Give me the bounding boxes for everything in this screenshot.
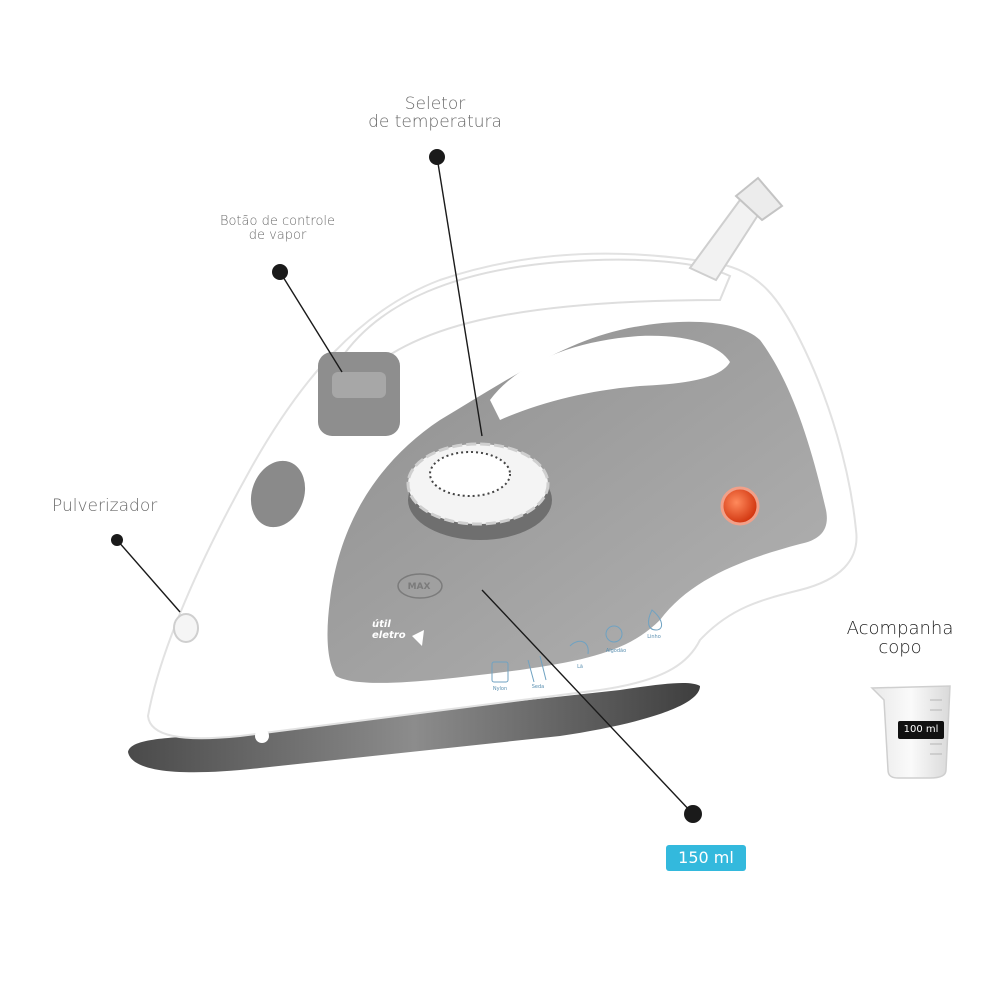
water-tank-panel bbox=[327, 321, 827, 683]
label-line: Acompanha bbox=[846, 618, 954, 639]
temperature-dial-center bbox=[429, 451, 511, 497]
steam-button-top bbox=[332, 372, 386, 398]
fabric-label: Linho bbox=[647, 634, 661, 640]
callout-dot-spray bbox=[111, 534, 123, 546]
indicator-light bbox=[720, 486, 760, 526]
label-line: de temperatura bbox=[368, 111, 502, 132]
callout-dot-capacity bbox=[684, 805, 702, 823]
capacity-badge: 150 ml bbox=[666, 845, 746, 871]
label-line: Seletor bbox=[404, 94, 466, 114]
brand-line: eletro bbox=[372, 630, 406, 641]
callout-lines bbox=[116, 156, 694, 815]
label-line: Botão de controle bbox=[219, 214, 336, 229]
fabric-label: Algodão bbox=[605, 648, 627, 654]
handle-opening bbox=[490, 335, 730, 420]
spray-nozzle bbox=[173, 613, 199, 643]
highlight-dot bbox=[255, 729, 269, 743]
label-line: de vapor bbox=[248, 227, 307, 243]
callout-dot-vapor bbox=[272, 264, 288, 280]
label-line: copo bbox=[878, 636, 922, 658]
callout-dot-temperature bbox=[429, 149, 445, 165]
max-water-mark bbox=[397, 573, 443, 599]
fabric-icons bbox=[491, 609, 662, 683]
soleplate bbox=[128, 683, 700, 773]
brand-logo-arrow bbox=[412, 630, 424, 646]
label-temperature-selector: Seletor de temperatura bbox=[350, 94, 520, 132]
fabric-label: Lã bbox=[577, 664, 583, 670]
iron-handle bbox=[338, 258, 732, 382]
cup-graduation-marks bbox=[930, 699, 942, 755]
cord-end bbox=[734, 176, 784, 222]
max-label: MAX bbox=[407, 582, 431, 592]
fabric-label: Nylon bbox=[492, 686, 508, 692]
fabric-label: Seda bbox=[531, 684, 545, 690]
spray-button-oval bbox=[250, 460, 306, 528]
label-spray: Pulverizador bbox=[52, 496, 158, 516]
brand-logo: útil eletro bbox=[372, 619, 412, 641]
brand-line: útil bbox=[372, 619, 391, 630]
label-steam-control: Botão de controle de vapor bbox=[205, 215, 350, 242]
label-cup: Acompanha copo bbox=[840, 618, 960, 658]
cup-volume-label: 100 ml bbox=[898, 721, 944, 739]
